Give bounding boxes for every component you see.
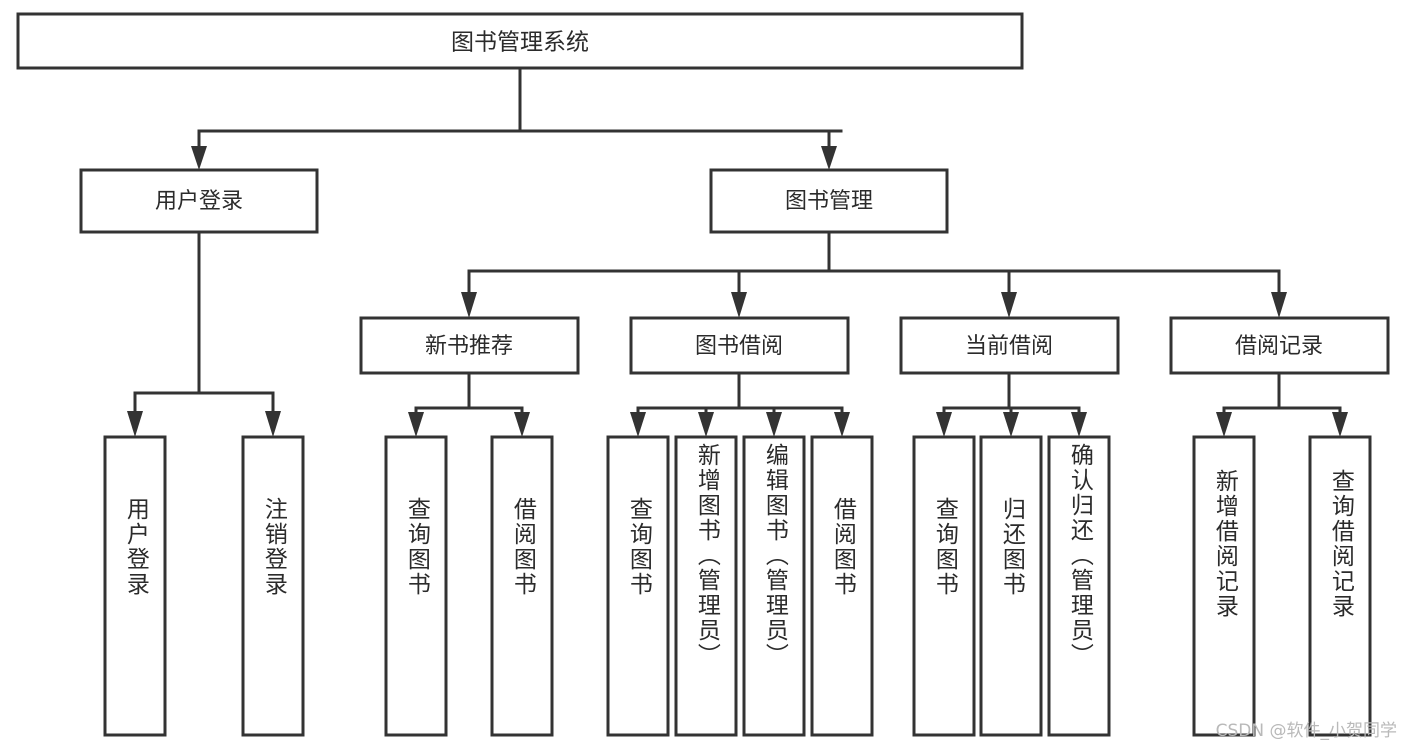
connector-newbook-to-leaves bbox=[408, 371, 530, 437]
node-root-book-management-system[interactable]: 图书管理系统 bbox=[16, 12, 1024, 70]
node-user-login[interactable]: 用户登录 bbox=[79, 168, 319, 234]
node-new-book-recommend-label: 新书推荐 bbox=[425, 334, 513, 359]
node-new-book-recommend[interactable]: 新书推荐 bbox=[359, 316, 580, 375]
connector-bookborrow-to-leaves bbox=[630, 371, 850, 437]
watermark-text: CSDN @软件_小贺同学 bbox=[1215, 721, 1397, 741]
leaf-box-current-borrow-0[interactable] bbox=[912, 435, 976, 737]
connector-bookmgmt-to-level3 bbox=[461, 230, 1287, 318]
leaf-box-book-borrow-2[interactable] bbox=[742, 435, 806, 737]
leaf-box-current-borrow-2[interactable] bbox=[1047, 435, 1111, 737]
leaf-box-book-borrow-1[interactable] bbox=[674, 435, 738, 737]
node-book-borrow-label: 图书借阅 bbox=[695, 334, 783, 359]
node-borrow-record[interactable]: 借阅记录 bbox=[1169, 316, 1390, 375]
node-current-borrow[interactable]: 当前借阅 bbox=[899, 316, 1120, 375]
leaf-box-book-borrow-3[interactable] bbox=[810, 435, 874, 737]
connector-currentborrow-to-leaves bbox=[936, 371, 1087, 437]
leaf-box-borrow-record-1[interactable] bbox=[1308, 435, 1372, 737]
node-borrow-record-label: 借阅记录 bbox=[1235, 334, 1323, 359]
leaf-box-new-book-1[interactable] bbox=[490, 435, 554, 737]
connector-borrowrecord-to-leaves bbox=[1216, 371, 1348, 437]
node-root-label: 图书管理系统 bbox=[451, 30, 589, 56]
leaf-box-user-login-1[interactable] bbox=[241, 435, 305, 737]
leaf-box-book-borrow-0[interactable] bbox=[606, 435, 670, 737]
connector-userlogin-to-leaves bbox=[127, 230, 281, 437]
node-book-management-label: 图书管理 bbox=[785, 189, 873, 214]
node-book-management[interactable]: 图书管理 bbox=[709, 168, 949, 234]
leaf-box-borrow-record-0[interactable] bbox=[1192, 435, 1256, 737]
leaf-box-new-book-0[interactable] bbox=[384, 435, 448, 737]
node-user-login-label: 用户登录 bbox=[155, 189, 243, 214]
leaf-box-user-login-0[interactable] bbox=[103, 435, 167, 737]
connector-root-to-level2 bbox=[191, 66, 843, 170]
leaf-box-current-borrow-1[interactable] bbox=[979, 435, 1043, 737]
node-current-borrow-label: 当前借阅 bbox=[965, 334, 1053, 359]
node-book-borrow[interactable]: 图书借阅 bbox=[629, 316, 850, 375]
